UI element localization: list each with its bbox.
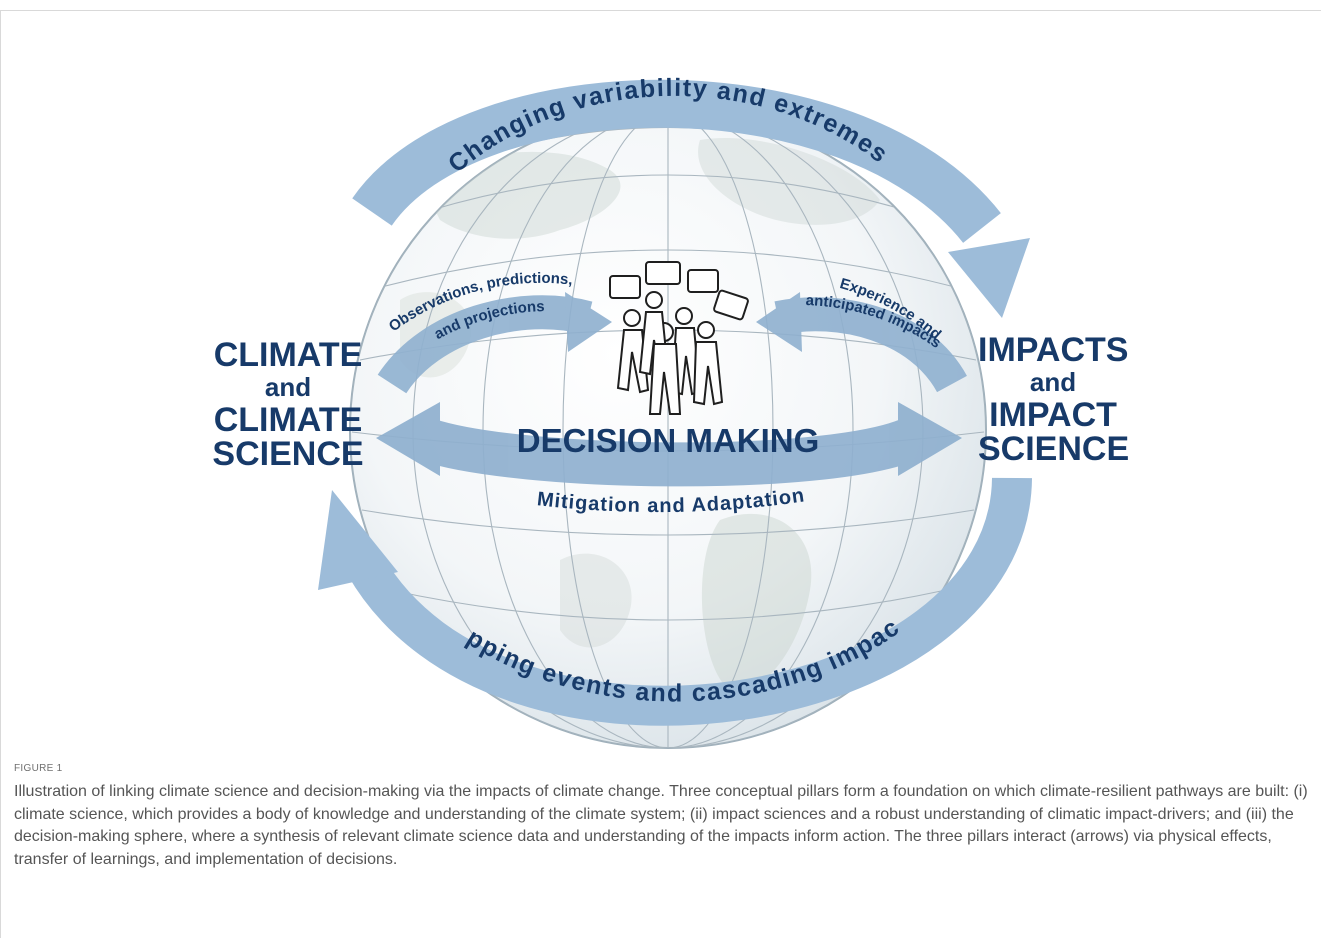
pillar-right-line1: IMPACTS bbox=[978, 331, 1129, 369]
people-group-icon bbox=[609, 261, 749, 415]
bottom-cycle-arrow bbox=[318, 477, 1032, 726]
pillar-right-line3: IMPACT bbox=[989, 396, 1117, 434]
pillar-climate-science: CLIMATE and CLIMATE SCIENCE bbox=[208, 338, 368, 471]
climate-decision-diagram: Changing variability and extremes Tippin… bbox=[0, 0, 1032, 749]
pillar-impact-science: IMPACTS and IMPACT SCIENCE bbox=[978, 331, 1130, 468]
top-cycle-arrow bbox=[352, 79, 1030, 318]
figure-label: FIGURE 1 bbox=[14, 763, 63, 774]
pillar-right-line4: SCIENCE bbox=[978, 430, 1130, 468]
pillar-right-line2: and bbox=[1029, 367, 1077, 397]
decision-double-arrow bbox=[376, 402, 962, 487]
figure-caption: Illustration of linking climate science … bbox=[14, 783, 1308, 868]
right-inner-arrow bbox=[756, 292, 967, 393]
decision-making-title: DECISION MAKING bbox=[517, 422, 820, 459]
pillar-left-line1: CLIMATE bbox=[213, 336, 363, 374]
left-inner-arrow bbox=[377, 292, 612, 394]
pillar-left-line4: SCIENCE bbox=[212, 435, 364, 473]
pillar-left-line2: and bbox=[264, 372, 312, 402]
figure-frame bbox=[0, 10, 1321, 938]
pillar-left-line3: CLIMATE bbox=[213, 401, 363, 439]
